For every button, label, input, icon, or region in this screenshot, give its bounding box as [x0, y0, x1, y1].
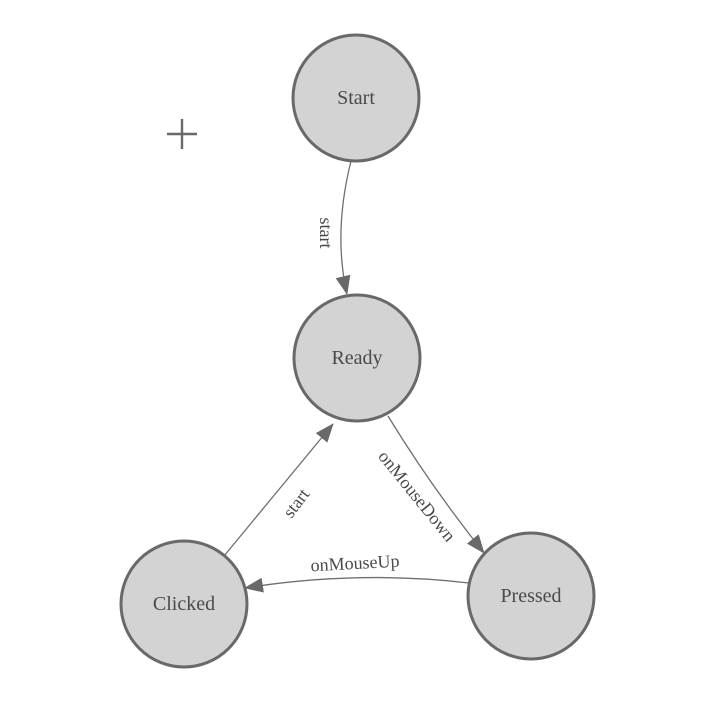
state-node-ready-circle[interactable] — [292, 293, 422, 423]
state-node-clicked-circle[interactable] — [119, 539, 249, 669]
state-node-ready-label: Ready — [331, 347, 382, 369]
crosshair-plus-icon — [167, 119, 197, 149]
transition-ready-to-pressed[interactable] — [387, 415, 485, 554]
state-node-ready[interactable]: Ready — [292, 293, 422, 423]
transition-edges — [223, 160, 485, 593]
state-node-start[interactable]: Start — [291, 33, 421, 163]
edge-label-start-to-ready: start — [316, 218, 336, 249]
state-nodes: Start Ready Clicked Pressed — [119, 33, 596, 669]
state-node-start-circle[interactable] — [291, 33, 421, 163]
edge-label-clicked-to-ready: start — [279, 485, 314, 522]
state-node-pressed-label: Pressed — [500, 585, 561, 607]
state-node-clicked[interactable]: Clicked — [119, 539, 249, 669]
transition-start-to-ready[interactable] — [335, 160, 352, 295]
state-node-pressed-circle[interactable] — [466, 531, 596, 661]
state-node-pressed[interactable]: Pressed — [466, 531, 596, 661]
edge-label-pressed-to-clicked: onMouseUp — [310, 551, 400, 576]
transition-clicked-to-ready[interactable] — [223, 423, 334, 557]
state-node-clicked-label: Clicked — [153, 593, 215, 615]
state-node-start-label: Start — [337, 87, 375, 109]
transition-pressed-to-clicked[interactable] — [244, 576, 470, 593]
